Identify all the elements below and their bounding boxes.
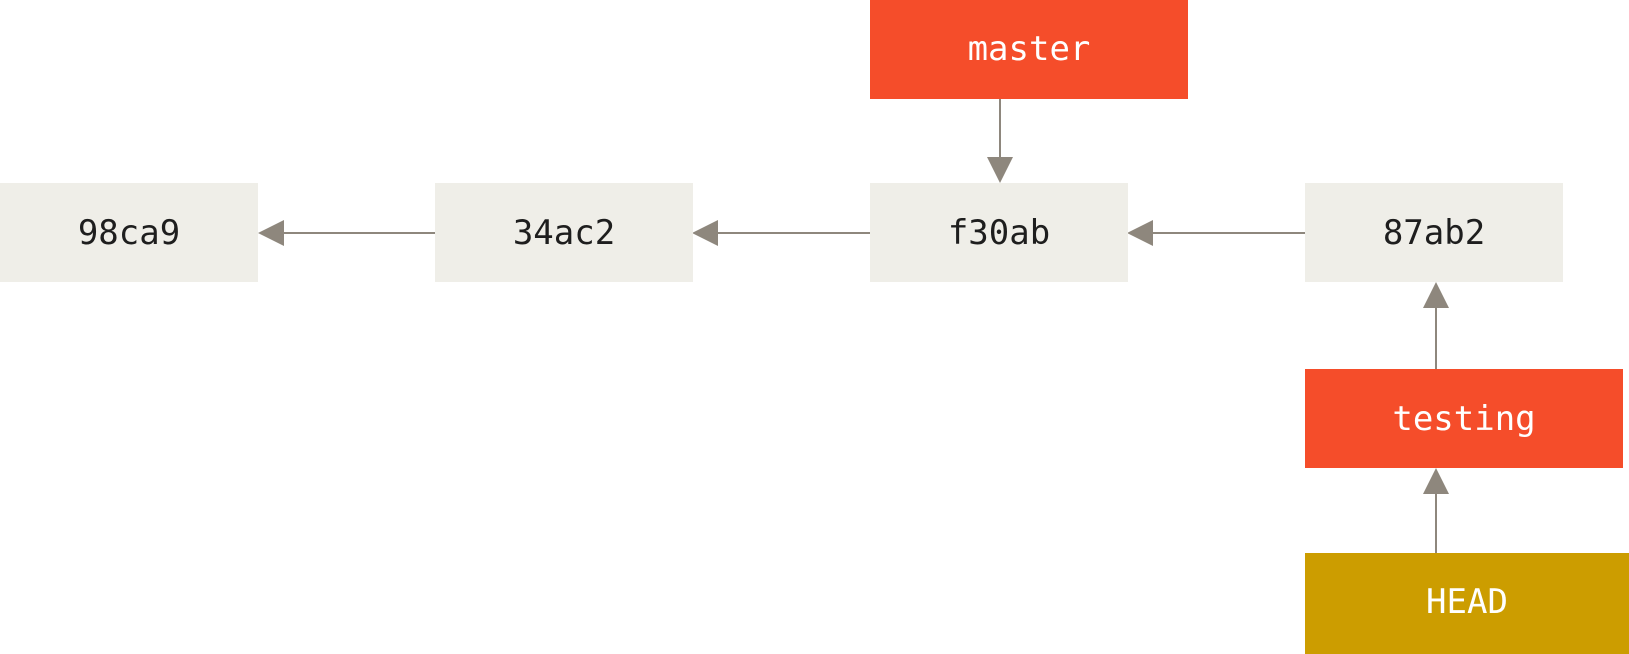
arrow-master-to-f30ab (987, 99, 1013, 183)
commit-label: 98ca9 (78, 213, 180, 253)
branch-testing: testing (1305, 369, 1623, 468)
commit-links (258, 220, 1305, 246)
arrow-testing-to-87ab2 (1423, 282, 1449, 369)
arrow-head-to-testing (1423, 468, 1449, 553)
branch-label-master: master (968, 29, 1091, 69)
commit-98ca9: 98ca9 (0, 183, 258, 282)
head-pointer: HEAD (1305, 553, 1629, 654)
commit-87ab2: 87ab2 (1305, 183, 1563, 282)
branch-master: master (870, 0, 1188, 99)
arrow-f30ab-to-34ac2 (692, 220, 870, 246)
commit-label: f30ab (948, 213, 1050, 253)
commit-label: 87ab2 (1383, 213, 1485, 253)
arrow-87ab2-to-f30ab (1127, 220, 1305, 246)
head-label: HEAD (1426, 582, 1508, 622)
commit-34ac2: 34ac2 (435, 183, 693, 282)
commit-f30ab: f30ab (870, 183, 1128, 282)
arrow-34ac2-to-98ca9 (258, 220, 435, 246)
commit-label: 34ac2 (513, 213, 615, 253)
branch-label-testing: testing (1392, 399, 1535, 439)
pointer-links (987, 99, 1449, 553)
